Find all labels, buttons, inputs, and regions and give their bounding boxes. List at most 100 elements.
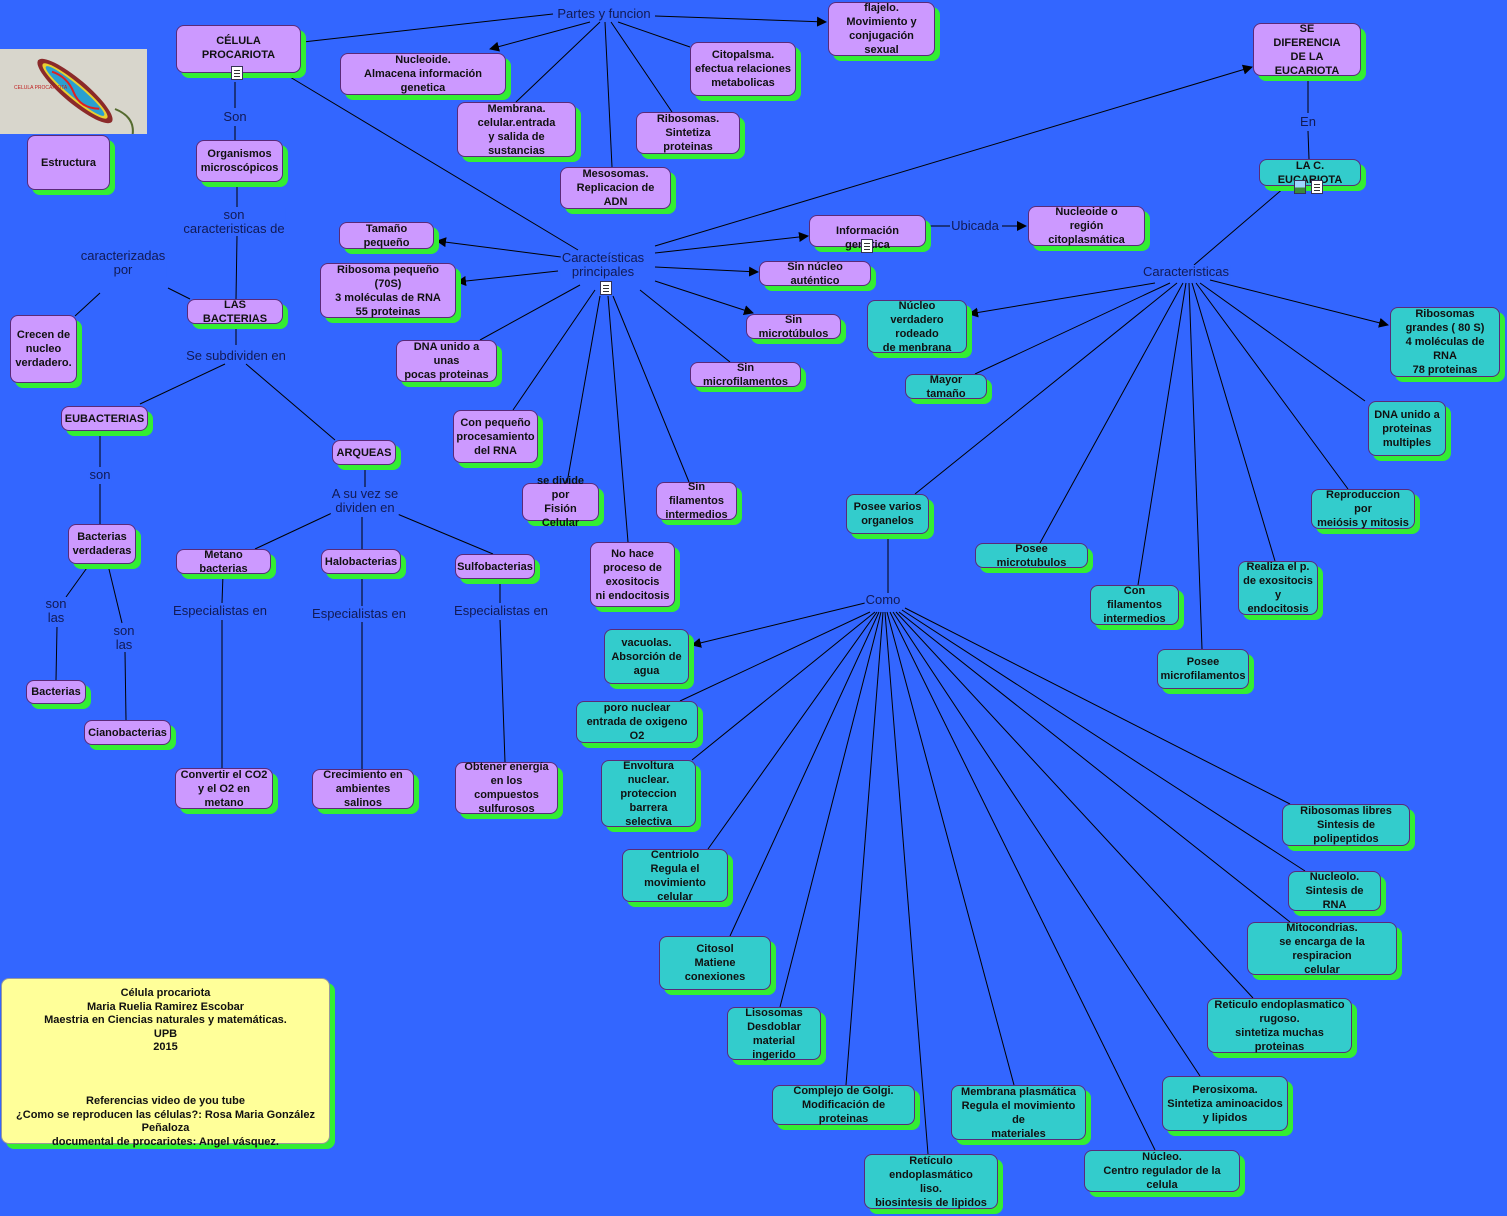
link-label-en[interactable]: En	[1299, 114, 1317, 129]
concept-node-organelos[interactable]: Posee varios organelos	[846, 494, 929, 534]
connector-line	[974, 282, 1171, 375]
concept-node-poseemicrofil[interactable]: Posee microfilamentos	[1157, 649, 1249, 689]
connector-line	[884, 611, 929, 1155]
connector-line	[1188, 282, 1203, 650]
connector-line	[289, 76, 579, 251]
concept-node-crecimiento[interactable]: Crecimiento en ambientes salinos	[312, 769, 414, 809]
concept-node-realiza[interactable]: Realiza el p. de exositocis y endocitosi…	[1238, 561, 1318, 615]
concept-node-perosixoma[interactable]: Perosixoma. Sintetiza aminoacidos y lipi…	[1162, 1076, 1288, 1131]
link-label-son1[interactable]: Son	[222, 109, 248, 124]
link-label-esp2[interactable]: Especialistas en	[311, 606, 407, 621]
concept-node-ribosomas80[interactable]: Ribosomas grandes ( 80 S) 4 moléculas de…	[1390, 307, 1500, 377]
link-label-partes[interactable]: Partes y funcion	[556, 6, 652, 21]
concept-node-ribosoma70[interactable]: Ribosoma pequeño (70S) 3 moléculas de RN…	[320, 263, 456, 318]
concept-node-poro[interactable]: poro nuclear entrada de oxigeno O2	[576, 701, 698, 743]
concept-node-convertir[interactable]: Convertir el CO2 y el O2 en metano	[175, 768, 273, 809]
link-label-subdividen[interactable]: Se subdividen en	[185, 348, 287, 363]
concept-node-sulfobacterias[interactable]: Sulfobacterias	[455, 554, 535, 579]
concept-node-dnaunido[interactable]: DNA unido a unas pocas proteinas	[396, 340, 497, 382]
connector-line	[245, 363, 336, 441]
concept-node-mitocondrias[interactable]: Mitocondrias. se encarga de la respiraci…	[1247, 922, 1397, 976]
connector-line	[886, 611, 1015, 1086]
concept-node-nucleo[interactable]: Núcleo. Centro regulador de la celula	[1084, 1150, 1240, 1192]
concept-node-halobacterias[interactable]: Halobacterias	[321, 549, 401, 574]
concept-node-membranaplasm[interactable]: Membrana plasmática Regula el movimiento…	[951, 1085, 1086, 1140]
concept-node-verdaderas[interactable]: Bacterias verdaderas	[68, 524, 136, 564]
concept-node-exocitosis[interactable]: No hace proceso de exositocis ni endocit…	[590, 542, 675, 607]
concept-node-energia[interactable]: Obtener energía en los compuestos sulfur…	[455, 761, 558, 815]
concept-node-flajelo[interactable]: flajelo. Movimiento y conjugación sexual	[828, 2, 935, 56]
concept-node-reticuloliso[interactable]: Retículo endoplasmático liso. biosintesi…	[864, 1154, 998, 1209]
concept-node-fision[interactable]: se divide por Fisión Celular	[522, 475, 599, 529]
concept-node-confilamentos[interactable]: Con filamentos intermedios	[1090, 585, 1179, 625]
concept-node-cianobacterias[interactable]: Cianobacterias	[84, 720, 171, 745]
connector-line	[654, 280, 754, 315]
concept-node-organismos[interactable]: Organismos microscópicos	[196, 140, 283, 182]
link-label-caracterizadas[interactable]: caracterizadas por	[79, 248, 167, 277]
concept-node-ribosomas[interactable]: Ribosomas. Sintetiza proteinas	[636, 112, 740, 154]
concept-node-reproduccion[interactable]: Reproduccion por meiósis y mitosis	[1311, 489, 1415, 529]
connector-line	[436, 237, 562, 258]
concept-node-eubacterias[interactable]: EUBACTERIAS	[61, 406, 148, 431]
link-label-ubicada[interactable]: Ubicada	[950, 218, 1000, 233]
concept-node-nucleoverdadero[interactable]: Núcleo verdadero rodeado de menbrana	[867, 300, 967, 354]
concept-node-centriolo[interactable]: Centriolo Regula el movimiento celular	[622, 849, 728, 903]
concept-node-sinmicrofilamentos[interactable]: Sin microfilamentos	[690, 362, 801, 388]
connector-line	[654, 15, 827, 27]
link-label-principales[interactable]: Caracteísticas principales	[560, 250, 646, 279]
concept-node-crecen[interactable]: Crecen de nucleo verdadero.	[10, 315, 77, 383]
concept-node-dnamultiples[interactable]: DNA unido a proteinas multiples	[1368, 401, 1446, 456]
link-label-asuvez[interactable]: A su vez se dividen en	[330, 486, 400, 515]
concept-node-lisosomas[interactable]: Lisosomas Desdoblar material ingerido	[727, 1007, 821, 1061]
concept-node-citoplasma[interactable]: Citopalsma. efectua relaciones metabolic…	[690, 42, 796, 96]
concept-node-procesamiento[interactable]: Con pequeño procesamiento del RNA	[453, 410, 538, 463]
concept-node-arqueas[interactable]: ARQUEAS	[332, 440, 396, 465]
concept-node-sinfilamentos[interactable]: Sin filamentos intermedios	[656, 481, 737, 521]
link-label-sonlas1[interactable]: son las	[44, 596, 68, 625]
connector-line	[895, 611, 1254, 999]
concept-node-envoltura[interactable]: Envoltura nuclear. proteccion barrera se…	[601, 760, 696, 828]
concept-node-bacterias_group[interactable]: LAS BACTERIAS	[187, 299, 283, 325]
concept-node-nucleoide[interactable]: Nucleoide. Almacena información genetica	[340, 53, 506, 95]
concept-node-nucleoideregion[interactable]: Nucleoide o región citoplasmática	[1028, 206, 1145, 246]
prokaryote-cell-image[interactable]: CELULA PROCARIOTA	[0, 49, 147, 134]
author-info-box[interactable]: Célula procariota Maria Ruelia Ramirez E…	[1, 978, 330, 1148]
link-label-caracteristicas[interactable]: Caracteristicas	[1142, 264, 1230, 279]
concept-node-nucleolo[interactable]: Nucleolo. Sintesis de RNA	[1288, 871, 1381, 911]
concept-node-poseemicrotubulos[interactable]: Posee microtubulos	[975, 543, 1088, 569]
concept-node-golgi[interactable]: Complejo de Golgi. Modificación de prote…	[772, 1085, 915, 1125]
connector-line	[901, 609, 1306, 872]
concept-node-eucariota[interactable]: LA C. EUCARIOTA	[1259, 159, 1361, 186]
concept-node-mayor[interactable]: Mayor tamaño	[905, 374, 987, 400]
concept-node-diferencia[interactable]: SE DIFERENCIA DE LA EUCARIOTA	[1253, 23, 1361, 77]
document-icon[interactable]	[231, 66, 243, 80]
concept-node-citosol[interactable]: Citosol Matiene conexiones	[659, 936, 771, 990]
concept-node-mesosomas[interactable]: Mesosomas. Replicacion de ADN	[560, 167, 671, 209]
document-icon[interactable]	[1311, 180, 1323, 194]
connector-line	[1137, 282, 1187, 586]
concept-node-sinnucleo[interactable]: Sin núcleo auténtico	[759, 261, 871, 287]
concept-node-estructura[interactable]: Estructura	[27, 135, 110, 190]
connector-line	[639, 289, 731, 363]
link-label-son2[interactable]: son	[88, 467, 112, 482]
concept-node-infogenetica[interactable]: Información genética	[809, 215, 926, 251]
document-icon[interactable]	[600, 281, 612, 295]
connector-line	[898, 611, 1291, 923]
concept-node-membrana[interactable]: Membrana. celular.entrada y salida de su…	[457, 102, 576, 157]
concept-node-reticulorugoso[interactable]: Reticulo endoplasmatico rugoso. sintetiz…	[1207, 998, 1352, 1053]
link-label-esp3[interactable]: Especialistas en	[453, 603, 549, 618]
concept-node-sinmicrotubulos[interactable]: Sin microtúbulos	[746, 314, 841, 340]
concept-node-bacterias[interactable]: Bacterias	[26, 680, 86, 704]
concept-node-metano[interactable]: Metano bacterias	[176, 549, 271, 575]
link-label-sonlas2[interactable]: son las	[112, 623, 136, 652]
link-label-esp1[interactable]: Especialistas en	[172, 603, 268, 618]
concept-node-vacuolas[interactable]: vacuolas. Absorción de agua	[604, 629, 689, 684]
link-label-soncar[interactable]: son caracteristicas de	[182, 207, 286, 236]
link-label-como[interactable]: Como	[864, 592, 902, 607]
concept-node-ribosomaslibres[interactable]: Ribosomas libres Sintesis de polipeptido…	[1282, 804, 1410, 846]
concept-node-tamano[interactable]: Tamaño pequeño	[339, 222, 434, 249]
image-icon[interactable]	[1294, 180, 1306, 194]
concept-node-celula[interactable]: CÉLULA PROCARIOTA	[176, 25, 301, 73]
document-icon[interactable]	[861, 239, 873, 253]
